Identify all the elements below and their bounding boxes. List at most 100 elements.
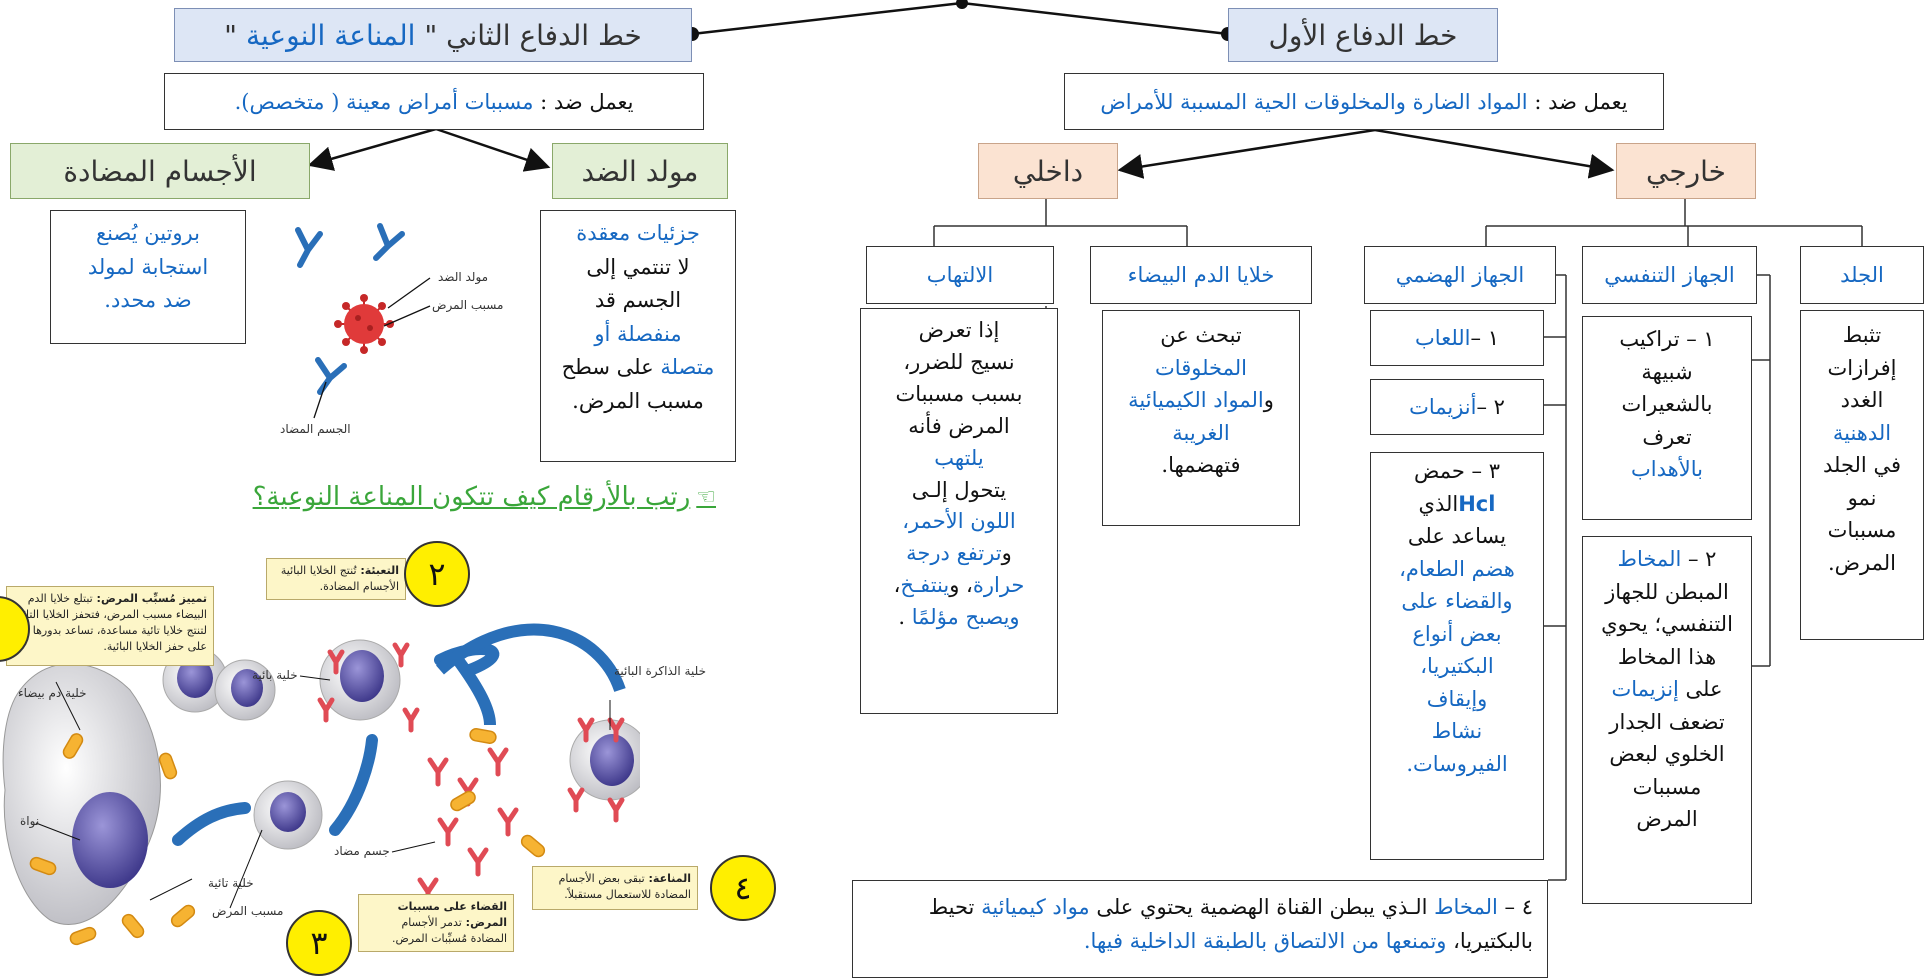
dig4-line-1: ٤ – المخاط الـذي يبطن القناة الهضمية يحت… [867,891,1533,925]
order-badge-4[interactable]: ٤ [710,855,776,921]
infl-dot: . [898,605,912,630]
antibody-line: ضد محدد. [104,288,192,313]
skin-line: نمو [1847,485,1877,510]
dig-line: نشاط [1431,719,1483,744]
internal-header: داخلي [978,143,1118,199]
resp-line: على إنزيمات [1583,673,1751,706]
infl-heat: حرارة [972,573,1025,598]
wbc-header: خلايا الدم البيضاء [1090,246,1312,304]
respiratory-item-2: ٢ – المخاط المبطن للجهاز التنفسي؛ يحوي ه… [1582,536,1752,904]
callout-destroy-title: القضاء على مسببات المرض: [397,900,507,929]
pathogen-label: مسبب المرض [432,298,504,312]
dig-line: والقضاء على [1401,589,1513,614]
external-label: خارجي [1645,154,1726,188]
wbc-chem: المواد الكيميائية [1128,388,1264,413]
respiratory-title: الجهاز التنفسي [1604,263,1735,287]
dig-which: الذي [1418,491,1459,516]
wbc-body: تبحث عن المخلوقات والمواد الكيميائية الغ… [1102,310,1300,526]
wbc-line: فتهضمها. [1161,453,1241,478]
resp-enzymes: إنزيمات [1611,677,1679,702]
dig-saliva: اللعاب [1415,325,1471,350]
dig4-text: الـذي يبطن القناة الهضمية يحتوي على [1089,895,1435,919]
antibody-line: استجابة لمولد [87,254,209,279]
inflammation-body: إذا تعرض نسيج للضرر، بسبب مسببات المرض ف… [860,308,1058,714]
antibodies-body: بروتين يُصنع استجابة لمولد ضد محدد. [50,210,246,344]
label-pathogen: مسبب المرض [212,904,284,918]
skin-body: تثبط إفرازات الغدد الدهنية في الجلد نمو … [1800,310,1924,640]
works-against-prefix-2: يعمل ضد : [533,89,634,114]
resp-line: الخلوي لبعض [1609,742,1725,767]
antibody-line: بروتين يُصنع [96,221,200,245]
order-badge-3[interactable]: ٣ [286,910,352,976]
inflammation-title: الالتهاب [926,263,994,287]
infl-line: يلتهب [934,445,984,470]
dig4-prevent: وتمنعها من الالتصاق بالطبقة الداخلية فيه… [1083,928,1447,953]
dig-hcl: Hcl [1458,491,1496,516]
inflammation-header: الالتهاب [866,246,1054,304]
dig-line: الفيروسات. [1406,751,1508,776]
dig-line: ٣ – حمض [1414,459,1500,483]
skin-title: الجلد [1840,263,1884,287]
infl-line: نسيج للضرر، [903,349,1015,374]
dig4-num: ٤ – [1497,895,1533,919]
wbc-line: الغريبة [1172,420,1230,445]
resp-line: مسببات [1632,774,1702,799]
respiratory-header: الجهاز التنفسي [1582,246,1757,304]
label-t-cell: خلية تائية [208,876,254,890]
digestive-header: الجهاز الهضمي [1364,246,1556,304]
antibodies-title: الأجسام المضادة [63,154,257,188]
resp-on: على [1678,677,1723,702]
wbc-and: و [1263,388,1274,413]
skin-line: المرض. [1827,550,1897,575]
callout-mobilize: التعبئة: تُنتج الخلايا البائية الأجسام ا… [266,558,406,600]
antigen-line: الجسم قد [594,288,682,313]
task-prompt: ☜ رتب بالأرقام كيف تتكون المناعة النوعية… [76,482,716,512]
antigen-label: مولد الضد [438,270,489,284]
order-badge-2[interactable]: ٢ [404,541,470,607]
antigen-body: جزئيات معقدة لا تنتمي إلى الجسم قد منفصل… [540,210,736,462]
resp-line: شبيهة [1641,359,1693,384]
callout-mobilize-text: تُنتج الخلايا البائية الأجسام المضادة. [280,564,399,593]
dig-line: بعض أنواع [1412,621,1502,646]
dig-num: ١ – [1470,325,1499,350]
antigen-line: متصلة على سطح [541,351,735,385]
resp-num: ٢ – [1681,547,1717,571]
callout-recognition-title: تمييز مُسبِّب المرض: [92,592,207,605]
skin-line: الغدد [1840,388,1884,413]
infl-line: حرارة، وينتفـخ، [861,570,1057,602]
resp-line: ٢ – المخاط [1583,543,1751,576]
dig-line: البكتيريا، [1420,654,1494,679]
dig-num: ٢ – [1476,394,1505,419]
dig-line: يساعد على [1407,524,1507,549]
resp-line: تعرف [1642,424,1692,449]
infl-line: يتحول إلـى [911,477,1007,502]
resp-mucus: المخاط [1617,547,1682,571]
callout-destroy-text: تدمر الأجسام المضادة مُسبِّبات المرض. [392,915,507,945]
first-line-header: خط الدفاع الأول [1228,8,1498,62]
resp-line: ١ – تراكيب [1619,327,1715,351]
second-line-works-against: يعمل ضد : مسببات أمراض معينة ( متخصص). [164,73,704,130]
dig4-line-2: بالبكتيريا، وتمنعها من الالتصاق بالطبقة … [867,925,1533,959]
respiratory-item-1: ١ – تراكيب شبيهة بالشعيرات تعرف بالأهداب [1582,316,1752,520]
dig4-bacteria: بالبكتيريا، [1446,928,1533,953]
second-line-title-b: المناعة النوعية [245,18,416,52]
internal-label: داخلي [1012,154,1084,188]
antibodies-header: الأجسام المضادة [10,143,310,199]
wbc-line: المخلوقات [1155,355,1247,380]
wbc-title: خلايا الدم البيضاء [1127,263,1275,287]
antigen-header: مولد الضد [552,143,728,199]
antigen-line: جزئيات معقدة [576,221,700,245]
second-line-title-a: خط الدفاع الثاني " [415,18,642,52]
works-against-prefix: يعمل ضد : [1527,89,1628,114]
label-b-cell: خلية بائية [252,668,298,682]
label-antibody: جسم مضاد [334,844,390,858]
antigen-line: مسبب المرض. [572,388,704,413]
resp-line: بالأهداب [1631,457,1703,482]
antigen-title: مولد الضد [581,154,699,188]
callout-immunity-text: تبقى بعض الأجسام المضادة للاستعمال مستقب… [558,872,691,901]
dig4-chem: مواد كيميائية [981,895,1090,919]
dig-line: وإيقاف [1426,686,1488,711]
dig-line: هضم الطعام، [1399,556,1515,581]
wbc-line: تبحث عن [1160,323,1242,347]
